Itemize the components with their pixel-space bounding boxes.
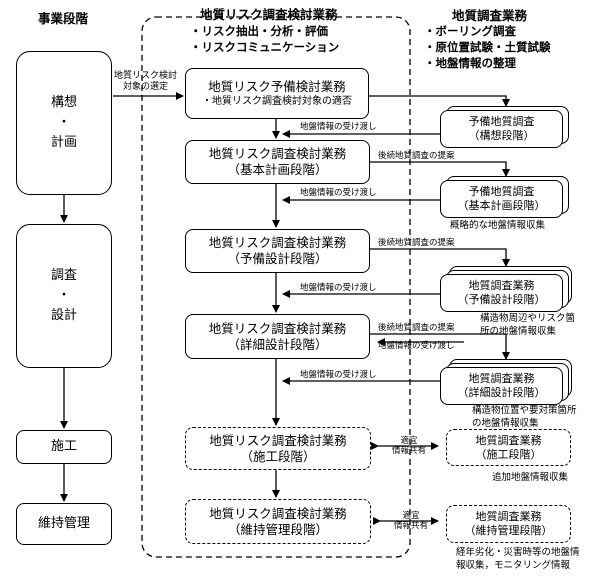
survey-bullet: ・原位置試験・土質試験 (424, 40, 551, 54)
review-box-basic-plan: 地質リスク調査検討業務 （基本計画段階） (185, 140, 370, 184)
stage-box-sekou: 施工 (16, 430, 112, 464)
share-label: 適宜 情報共有 (392, 436, 427, 456)
handover-label: 地盤情報の受け渡し (300, 283, 377, 293)
survey-box-construction: 地質調査業務 （施工段階） (446, 429, 571, 466)
survey-box-concept: 予備地質調査 （構想段階） (440, 110, 563, 148)
note-monitoring-info: 経年劣化・災害時等の地盤情 報収集，モニタリング情報 (456, 547, 580, 571)
review-box-construction: 地質リスク調査検討業務 （施工段階） (185, 427, 371, 470)
review-bullet: ・リスク抽出・分析・評価 (190, 24, 328, 38)
proposal-label: 後続地質調査の提案 (378, 323, 455, 333)
proposal-label: 後続地質調査の提案 (378, 151, 455, 161)
proposal-label: 後続地質調査の提案 (378, 238, 455, 248)
handover-label: 地盤情報の受け渡し (300, 122, 377, 132)
note-rough-info: 概略的な地盤情報収集 (450, 220, 546, 231)
stage-header: 事業段階 (38, 11, 89, 26)
survey-bullet: ・ボーリング調査 (424, 24, 516, 38)
review-header: 地質リスク調査検討業務 (200, 7, 338, 22)
survey-box-basic-plan: 予備地質調査 （基本計画段階） (440, 180, 563, 218)
select-label: 地質リスク検討 対象の選定 (114, 71, 178, 92)
review-bullet-list: ・リスク抽出・分析・評価 ・リスクコミュニケーション (190, 23, 339, 55)
review-bullet: ・リスクコミュニケーション (190, 40, 340, 54)
note-risk-info: 構造物周辺やリスク箇 所の地盤情報収集 (480, 313, 576, 337)
note-additional-info: 追加地盤情報収集 (492, 472, 569, 483)
note-structure-info: 構造物位置や要対策箇所 の地盤情報収集 (472, 405, 577, 429)
survey-box-detailed-design: 地質調査業務 （詳細設計段階） (440, 367, 563, 405)
review-box-preliminary-design: 地質リスク調査検討業務 （予備設計段階） (185, 229, 370, 273)
review-box-detailed-design: 地質リスク調査検討業務 （詳細設計段階） (185, 314, 370, 359)
review-frame (141, 16, 411, 558)
stage-box-chousa: 調査 ・ 設計 (16, 224, 112, 368)
share-label: 適宜 情報共有 (394, 511, 429, 531)
review-box-preliminary: 地質リスク予備検討業務 ・地質リスク調査検討対象の適否 (185, 68, 369, 119)
survey-box-maintenance: 地質調査業務 （維持管理段階） (446, 505, 571, 543)
review-box-maintenance: 地質リスク調査検討業務 （維持管理段階） (185, 499, 371, 544)
handover-label: 地盤情報の受け渡し (300, 370, 377, 380)
survey-bullet-list: ・ボーリング調査 ・原位置試験・土質試験 ・地盤情報の整理 (424, 23, 551, 71)
survey-header: 地質調査業務 (452, 8, 528, 23)
stage-box-kousou: 構想 ・ 計画 (16, 51, 112, 195)
handover-label: 地盤情報の受け渡し (378, 341, 455, 351)
survey-box-preliminary-design: 地質調査業務 （予備設計段階） (440, 274, 563, 312)
stage-box-iji: 維持管理 (16, 503, 112, 545)
survey-bullet: ・地盤情報の整理 (424, 56, 516, 70)
handover-label: 地盤情報の受け渡し (300, 188, 377, 198)
